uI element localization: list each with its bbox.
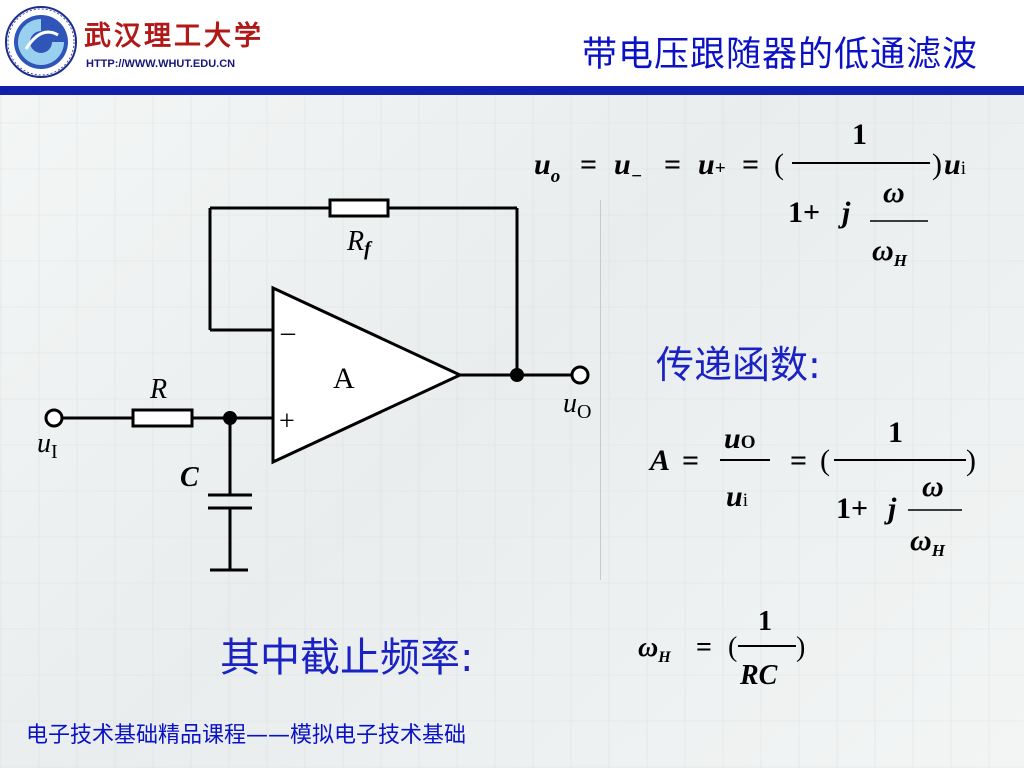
eq1-rhs: ui — [944, 148, 966, 181]
course-footer: 电子技术基础精品课程——模拟电子技术基础 — [26, 723, 467, 748]
c-label: C — [180, 462, 199, 493]
rf-label: Rf — [346, 226, 373, 260]
eq2-omega: ω — [922, 470, 944, 503]
eq1-omega-h: ωH — [872, 234, 908, 270]
eq2-equals-b: = — [790, 444, 807, 477]
eq1-numerator: 1 — [852, 118, 867, 151]
eq1-mid2: u+ — [698, 148, 726, 181]
input-junction-dot — [223, 411, 237, 425]
inverting-input-sign: – — [280, 317, 296, 348]
eq3-denominator: RC — [739, 660, 778, 691]
eq3-close-paren: ) — [796, 632, 805, 663]
university-url: HTTP://WWW.WHUT.EDU.CN — [86, 58, 236, 70]
eq3-equals: = — [696, 632, 712, 663]
cutoff-frequency-heading: 其中截止频率: — [220, 635, 474, 681]
eq1-equals-b: = — [664, 148, 681, 181]
university-logo-icon — [5, 6, 77, 78]
noninverting-input-sign: + — [279, 406, 295, 437]
eq2-j: j — [884, 492, 897, 525]
voltage-follower-equation: uo = u− = u+ = ( 1 1+ j ω ωH ) ui — [534, 118, 966, 270]
lowpass-circuit-diagram: A – + Rf R C uI uO — [37, 198, 591, 572]
eq1-j: j — [838, 196, 851, 229]
eq2-lhs: A — [648, 444, 670, 477]
eq2-omega-h: ωH — [910, 524, 946, 560]
eq2-numerator-one: 1 — [888, 416, 903, 449]
r-resistor — [131, 408, 194, 428]
eq3-lhs: ωH — [638, 632, 671, 666]
eq1-one-plus: 1+ — [788, 196, 820, 229]
header-divider — [0, 86, 1024, 95]
eq3-numerator: 1 — [758, 606, 772, 637]
eq1-close-paren: ) — [932, 148, 942, 181]
eq2-numerator: uO — [724, 422, 755, 455]
input-terminal — [44, 408, 64, 428]
eq1-mid1: u− — [614, 148, 642, 187]
transfer-function-equation: A = uO ui = ( 1 1+ j ω ωH ) — [648, 416, 976, 560]
opamp-triangle — [271, 285, 464, 465]
page-title: 带电压跟随器的低通滤波 — [581, 35, 978, 75]
eq1-omega: ω — [883, 176, 905, 209]
university-name: 武汉理工大学 — [84, 21, 264, 52]
slide-header: 武汉理工大学 HTTP://WWW.WHUT.EDU.CN 带电压跟随器的低通滤… — [0, 0, 1024, 86]
eq2-close-paren: ) — [966, 444, 976, 477]
eq3-open-paren: ( — [728, 632, 737, 663]
output-junction-dot — [510, 368, 524, 382]
eq1-equals-a: = — [580, 148, 597, 181]
output-voltage-label: uO — [563, 388, 591, 423]
input-voltage-label: uI — [37, 428, 58, 463]
eq1-lhs: uo — [534, 148, 560, 187]
column-divider — [600, 200, 601, 580]
eq2-equals-a: = — [682, 444, 699, 477]
eq2-open-paren: ( — [820, 444, 830, 477]
opamp-label: A — [333, 362, 355, 395]
output-terminal — [570, 365, 590, 385]
eq1-equals-c: = — [742, 148, 759, 181]
eq1-open-paren: ( — [774, 148, 784, 181]
eq2-one-plus: 1+ — [836, 492, 868, 525]
cutoff-frequency-equation: ωH = ( 1 RC ) — [638, 606, 805, 691]
r-label: R — [149, 374, 167, 405]
transfer-function-heading: 传递函数: — [656, 343, 821, 387]
rf-resistor — [328, 198, 390, 218]
eq2-denominator: ui — [726, 480, 748, 513]
